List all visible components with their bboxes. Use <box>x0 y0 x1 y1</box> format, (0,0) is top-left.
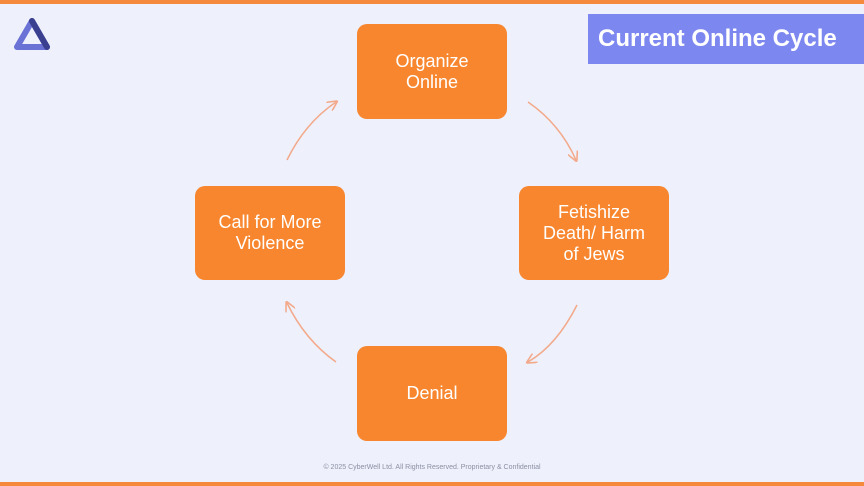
arrow-denial-to-call <box>287 303 337 363</box>
cycle-node-denial: Denial <box>357 346 507 441</box>
arrow-fetishize-to-denial <box>528 304 578 362</box>
cycle-node-label: Fetishize Death/ Harm of Jews <box>542 201 646 264</box>
cycle-node-label: Organize Online <box>395 50 469 92</box>
triangle-logo-icon <box>14 18 50 50</box>
slide-title-text: Current Online Cycle <box>598 25 837 52</box>
cycle-node-label: Call for More Violence <box>218 212 322 253</box>
top-accent-bar <box>0 0 864 4</box>
arrow-organize-to-fetishize <box>527 101 576 160</box>
copyright-footer: © 2025 CyberWell Ltd. All Rights Reserve… <box>323 464 541 471</box>
cycle-node-organize-online: Organize Online <box>357 24 507 119</box>
cycle-node-fetishize-death: Fetishize Death/ Harm of Jews <box>519 186 669 280</box>
slide-title: Current Online Cycle <box>588 14 864 64</box>
arrow-call-to-organize <box>286 102 336 161</box>
cycle-node-call-for-violence: Call for More Violence <box>195 186 345 280</box>
bottom-accent-bar <box>0 482 864 486</box>
cycle-node-label: Denial <box>406 383 458 403</box>
